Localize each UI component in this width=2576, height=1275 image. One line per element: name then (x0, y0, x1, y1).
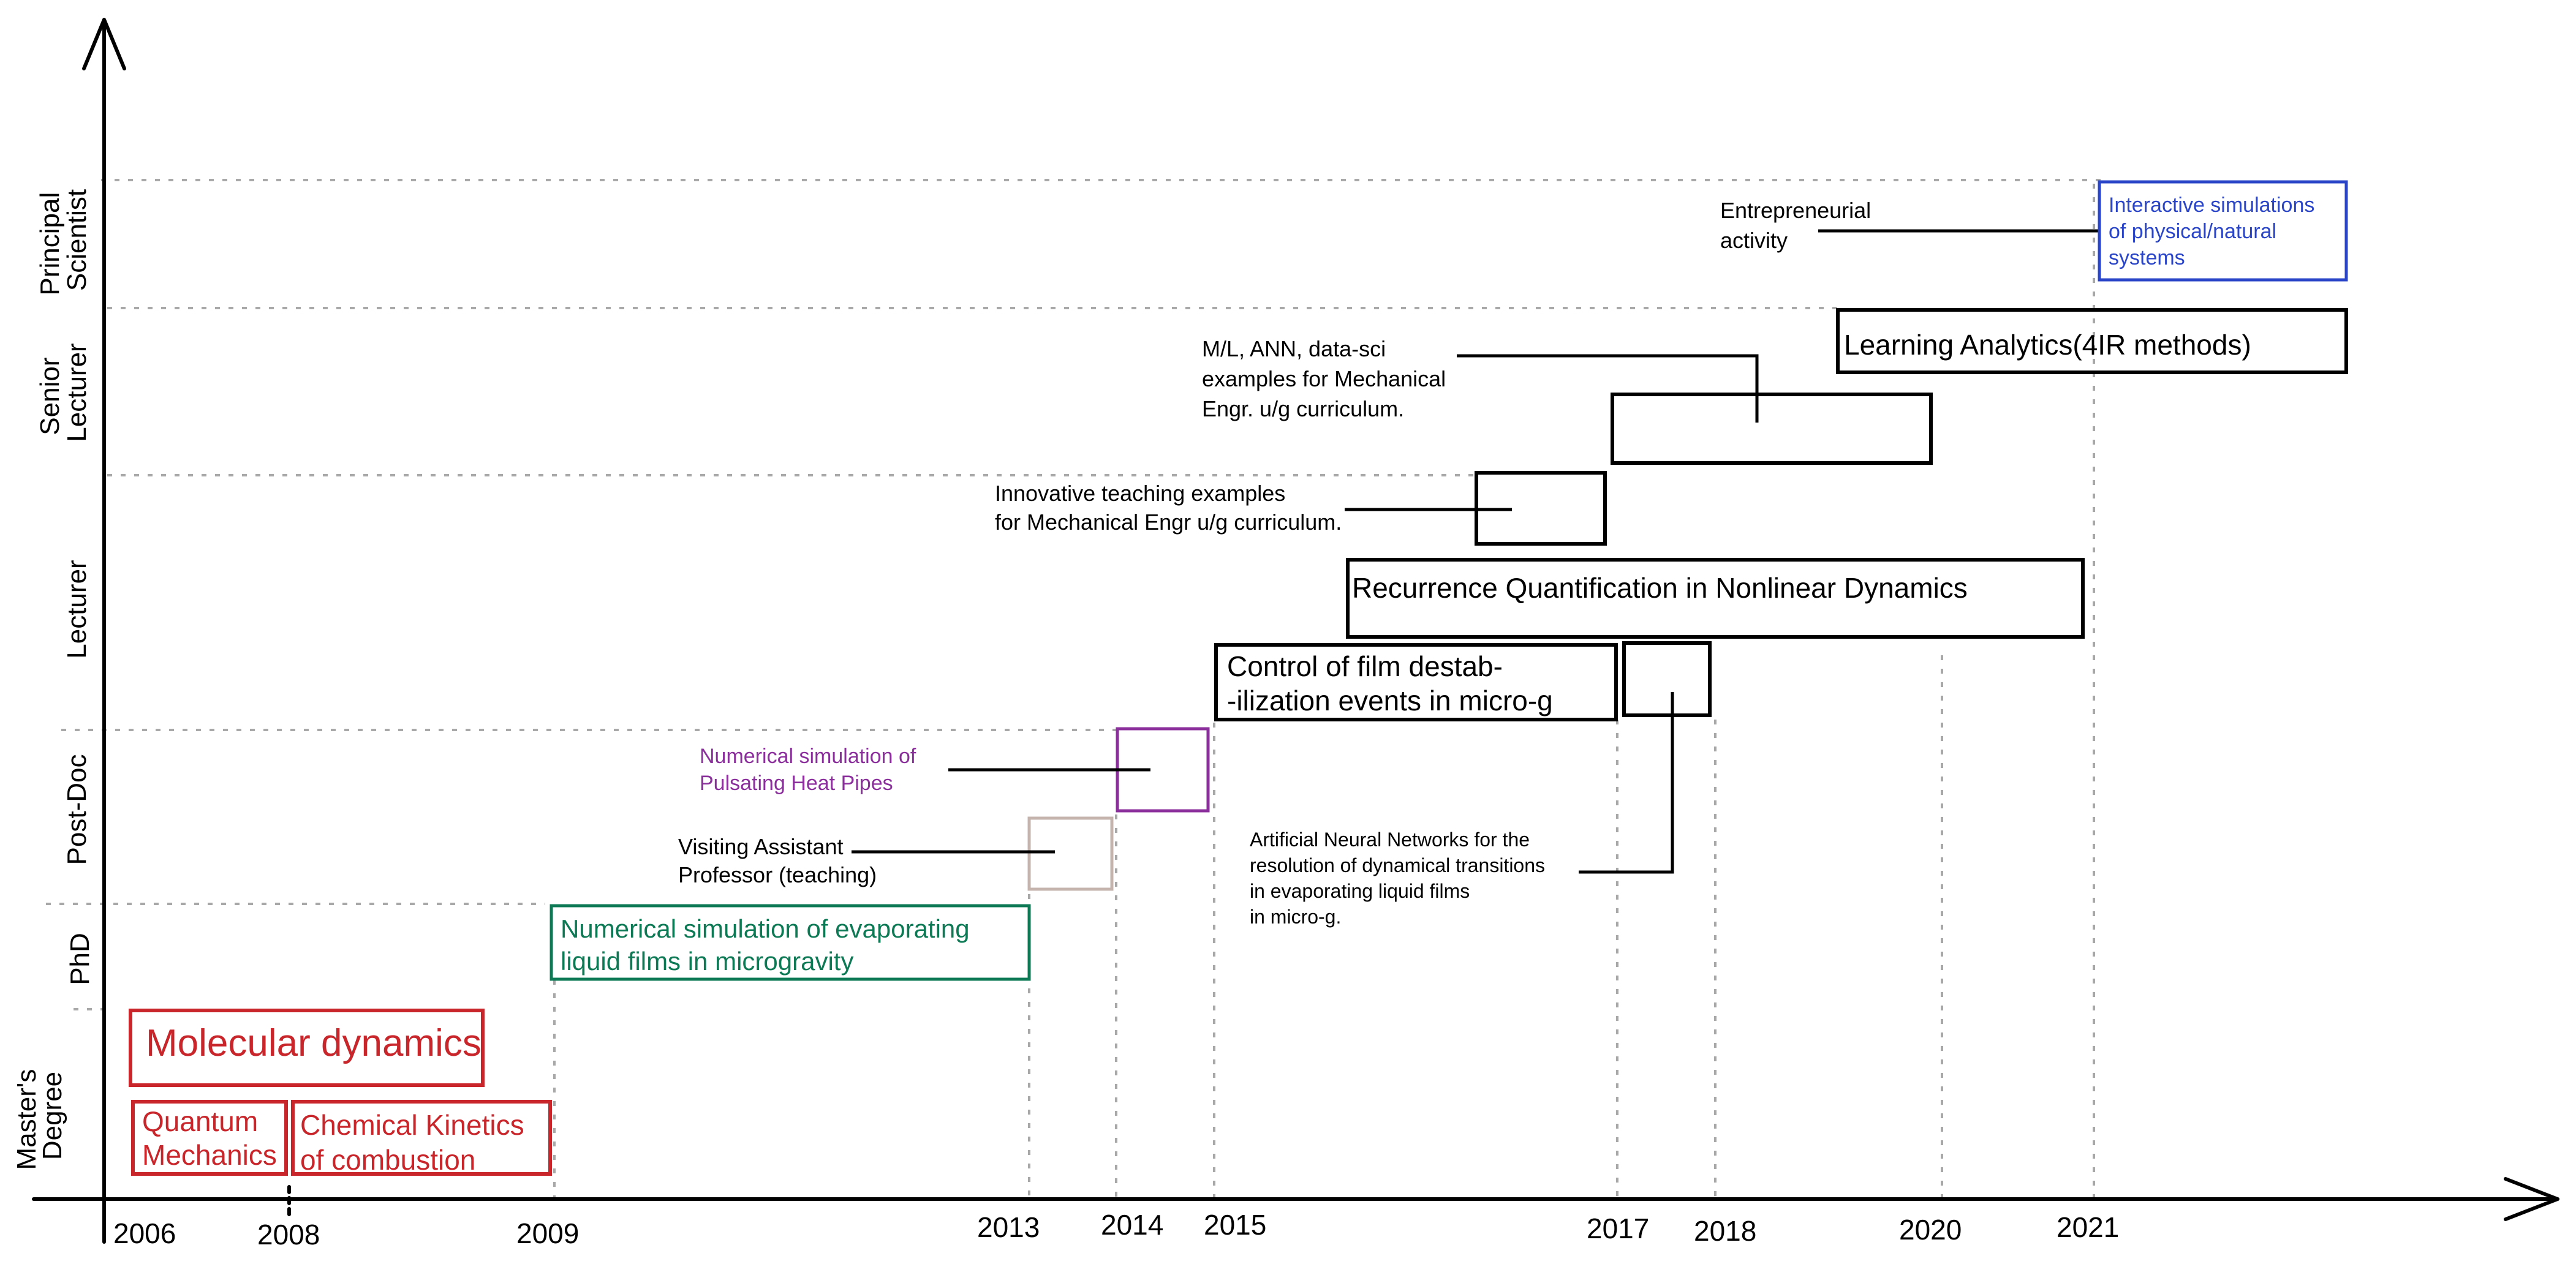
year-label-2015: 2015 (1204, 1209, 1266, 1241)
learning-analytics-label: Learning Analytics(4IR methods) (1844, 329, 2251, 361)
level-label-postdoc: Post-Doc (62, 754, 92, 865)
ml-examples-leader-line (1457, 354, 1759, 423)
year-label-2020: 2020 (1899, 1214, 1962, 1246)
entrepreneurial-line1: Entrepreneurial (1720, 198, 1871, 223)
level-label-principal-line1: Principal (35, 192, 65, 296)
level-label-principal: Principal Scientist (35, 185, 92, 296)
year-label-2018: 2018 (1694, 1215, 1756, 1247)
quantum-mechanics-box (131, 1100, 288, 1176)
year-label-2013: 2013 (977, 1211, 1040, 1243)
x-axis-year-labels: 2006 2008 2009 2013 2014 2015 2017 2018 … (113, 1209, 2119, 1251)
y-axis-arrowhead (82, 18, 126, 70)
control-film-line1: Control of film destab- (1227, 650, 1503, 682)
molecular-dynamics-label: Molecular dynamics (146, 1022, 482, 1064)
interactive-simulations-label: Interactive simulations of physical/natu… (2109, 194, 2321, 269)
year-label-2009: 2009 (516, 1217, 579, 1249)
x-axis-arrowhead (2504, 1177, 2559, 1221)
phd-research-line2: liquid films in microgravity (561, 947, 853, 976)
interactive-simulations-line1: Interactive simulations (2109, 194, 2314, 217)
control-film-line2: -ilization events in micro-g (1227, 685, 1553, 716)
lecturer-activities: Control of film destab- -ilization event… (995, 471, 2085, 928)
innovative-teaching-line2: for Mechanical Engr u/g curriculum. (995, 510, 1342, 535)
visiting-professor-box (1027, 816, 1114, 891)
level-label-masters: Master's Degree (12, 1061, 67, 1170)
recurrence-label: Recurrence Quantification in Nonlinear D… (1352, 572, 1968, 604)
level-separator-lines (46, 179, 2101, 1010)
year-label-2014: 2014 (1101, 1209, 1163, 1241)
senior-lecturer-activities: M/L, ANN, data-sci examples for Mechanic… (1202, 308, 2348, 465)
pulsating-heat-pipes-annotation: Numerical simulation of Pulsating Heat P… (700, 745, 922, 795)
ann-leader-line (1579, 692, 1674, 874)
y-axis-level-labels: Master's Degree PhD Post-Doc Lecturer Se… (12, 185, 95, 1170)
chemical-kinetics-line1: Chemical Kinetics (300, 1109, 524, 1141)
masters-activities: Molecular dynamics Quantum Mechanics Che… (129, 1009, 552, 1176)
chemical-kinetics-label: Chemical Kinetics of combustion (300, 1109, 532, 1176)
visiting-professor-annotation: Visiting Assistant Professor (teaching) (678, 834, 877, 887)
control-film-label: Control of film destab- -ilization event… (1227, 650, 1553, 716)
year-label-2008: 2008 (257, 1219, 320, 1251)
year-label-2021: 2021 (2057, 1211, 2119, 1243)
year-label-2017: 2017 (1587, 1213, 1649, 1244)
level-label-phd-line1: PhD (65, 933, 95, 985)
entrepreneurial-line2: activity (1720, 228, 1788, 253)
control-film-box (1214, 643, 1618, 721)
recurrence-box (1346, 558, 2085, 639)
level-label-senior-line1: Senior (35, 358, 65, 435)
level-label-senior: Senior Lecturer (35, 343, 92, 442)
level-label-senior-line2: Lecturer (62, 343, 92, 442)
innovative-teaching-annotation: Innovative teaching examples for Mechani… (995, 481, 1342, 535)
year-guide-lines (553, 184, 2095, 1200)
ml-examples-line2: examples for Mechanical (1202, 366, 1446, 391)
pulsating-heat-pipes-line1: Numerical simulation of (700, 745, 916, 768)
year-label-2006: 2006 (113, 1217, 176, 1249)
level-label-masters-line2: Degree (37, 1072, 67, 1160)
axes (32, 18, 2559, 1244)
ann-line3: in evaporating liquid films (1250, 880, 1470, 902)
visiting-professor-line2: Professor (teaching) (678, 862, 877, 887)
ml-examples-box (1611, 393, 1933, 465)
ann-box (1622, 641, 1712, 717)
level-label-phd: PhD (65, 933, 95, 985)
innovative-teaching-line1: Innovative teaching examples (995, 481, 1285, 506)
phd-research-line1: Numerical simulation of evaporating (561, 914, 970, 943)
learning-analytics-box (1836, 308, 2348, 374)
ml-examples-line3: Engr. u/g curriculum. (1202, 396, 1404, 421)
interactive-simulations-line2: of physical/natural (2109, 220, 2276, 243)
phd-research-box (550, 904, 1031, 981)
postdoc-activities: Visiting Assistant Professor (teaching) … (678, 727, 1210, 891)
phd-research-label: Numerical simulation of evaporating liqu… (561, 914, 976, 976)
level-label-postdoc-line1: Post-Doc (62, 754, 92, 865)
chemical-kinetics-box (291, 1100, 552, 1176)
ann-annotation: Artificial Neural Networks for the resol… (1250, 829, 1551, 928)
level-label-lecturer-line1: Lecturer (62, 560, 92, 658)
ml-examples-annotation: M/L, ANN, data-sci examples for Mechanic… (1202, 336, 1452, 421)
level-label-masters-line1: Master's (12, 1069, 42, 1170)
molecular-dynamics-box (129, 1009, 485, 1087)
entrepreneurial-annotation: Entrepreneurial activity (1720, 198, 1877, 253)
principal-scientist-activities: Entrepreneurial activity Interactive sim… (1720, 180, 2348, 282)
ann-line2: resolution of dynamical transitions (1250, 854, 1545, 876)
ann-line1: Artificial Neural Networks for the (1250, 829, 1530, 851)
level-label-principal-line2: Scientist (62, 189, 92, 291)
level-label-lecturer: Lecturer (62, 560, 92, 658)
visiting-professor-line1: Visiting Assistant (678, 834, 843, 859)
ml-examples-line1: M/L, ANN, data-sci (1202, 336, 1386, 361)
pulsating-heat-pipes-line2: Pulsating Heat Pipes (700, 772, 893, 795)
quantum-mechanics-line2: Mechanics (142, 1139, 277, 1171)
ann-line4: in micro-g. (1250, 906, 1341, 928)
interactive-simulations-box (2098, 180, 2348, 282)
phd-activities: Numerical simulation of evaporating liqu… (550, 904, 1031, 981)
interactive-simulations-line3: systems (2109, 246, 2185, 269)
quantum-mechanics-line1: Quantum (142, 1105, 258, 1137)
quantum-mechanics-label: Quantum Mechanics (142, 1105, 277, 1171)
chemical-kinetics-line2: of combustion (300, 1144, 475, 1176)
